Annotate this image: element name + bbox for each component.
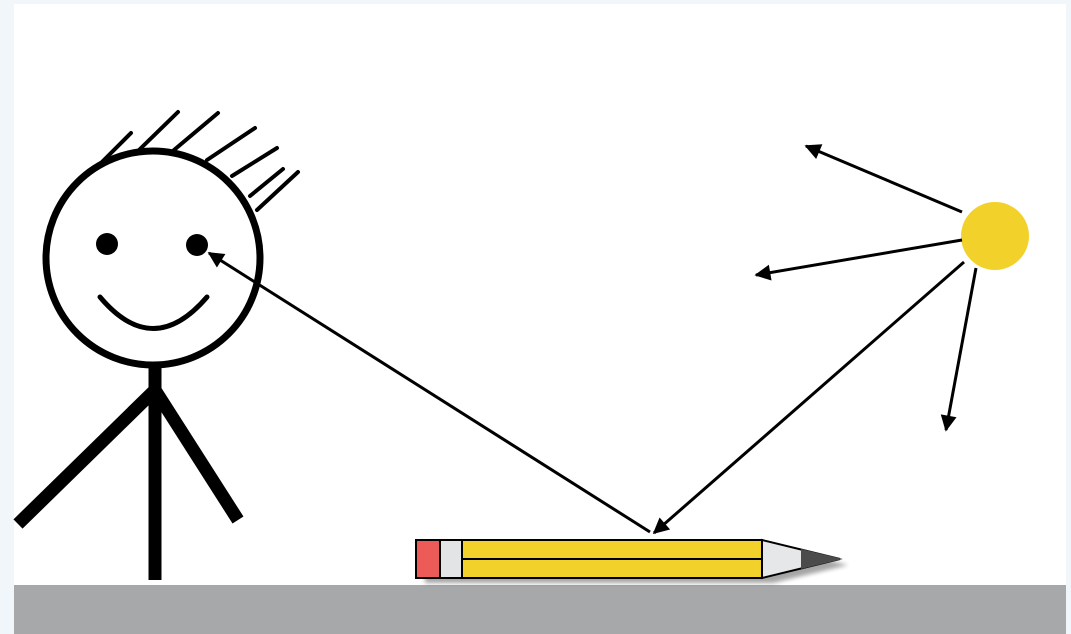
stick-figure bbox=[13, 110, 300, 580]
pencil-lead-icon bbox=[801, 549, 843, 569]
pencil-eraser bbox=[415, 539, 443, 579]
right-leg bbox=[149, 386, 244, 524]
ray-down bbox=[940, 267, 978, 432]
ray-upper-left bbox=[804, 144, 963, 214]
smile bbox=[97, 294, 210, 331]
left-eye bbox=[96, 233, 118, 255]
reflected-ray-to-eye bbox=[207, 251, 651, 534]
ground bbox=[14, 585, 1066, 634]
right-eye bbox=[186, 234, 208, 256]
ray-to-pencil bbox=[652, 260, 965, 535]
pencil-ferrule bbox=[439, 539, 463, 579]
head bbox=[42, 147, 264, 369]
light-rays bbox=[652, 144, 978, 535]
sun bbox=[961, 202, 1029, 270]
ray-left bbox=[754, 238, 963, 281]
left-leg bbox=[13, 385, 160, 529]
pencil bbox=[415, 538, 848, 583]
